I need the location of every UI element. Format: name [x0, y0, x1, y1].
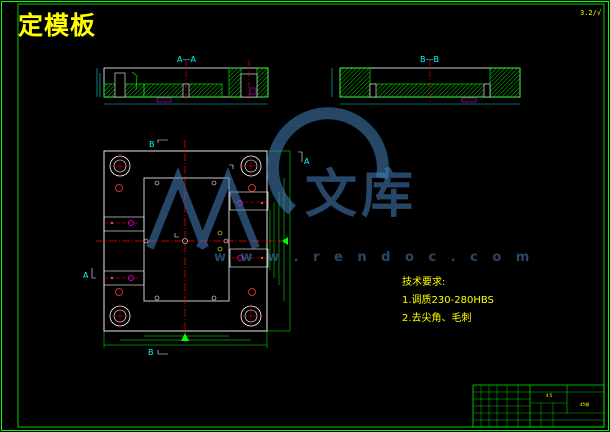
- section-aa-view: [96, 60, 269, 105]
- section-marker-b-top: B: [149, 140, 155, 149]
- tech-notes-heading: 技术要求:: [402, 277, 446, 288]
- watermark-url: w w w . r e n d o c . c o m: [214, 250, 535, 265]
- watermark-logo: [146, 107, 389, 250]
- watermark-brand: 文库: [305, 164, 418, 225]
- title-block-material: 45钢: [580, 402, 590, 407]
- tech-note-2: 2.去尖角、毛刺: [402, 313, 472, 324]
- section-bb-label: B—B: [420, 55, 439, 64]
- section-aa-label: A—A: [177, 55, 196, 64]
- section-marker-a-left: A: [83, 271, 89, 280]
- drawing-title: 定模板: [18, 11, 97, 40]
- tech-note-1: 1.调质230-280HBS: [402, 295, 494, 306]
- section-marker-a-right: A: [304, 157, 310, 166]
- technical-requirements: 技术要求: 1.调质230-280HBS 2.去尖角、毛刺: [402, 274, 494, 328]
- title-block: [472, 384, 605, 428]
- plan-view: [91, 139, 303, 355]
- section-marker-b-bottom: B: [148, 348, 154, 357]
- section-bb-view: [331, 60, 521, 105]
- drawing-inner-border: [17, 3, 605, 428]
- title-block-scale: 4:5: [546, 393, 553, 398]
- surface-roughness-tag: 3.2/√: [580, 9, 602, 17]
